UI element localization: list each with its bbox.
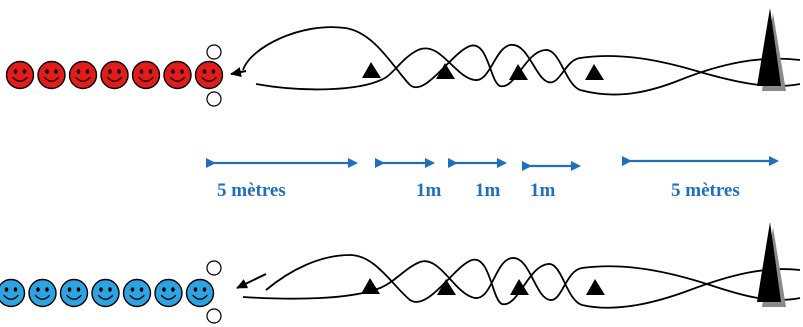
smiley-face-icon	[0, 278, 26, 308]
distance-label: 1m	[416, 180, 442, 201]
smiley-face-icon	[122, 278, 152, 308]
cone-icon	[585, 64, 604, 80]
start-marker-top	[206, 260, 222, 276]
lane-top	[5, 8, 801, 107]
cone-icon	[510, 279, 529, 295]
slalom-path-top	[255, 44, 801, 91]
team-red-players	[5, 60, 224, 90]
smiley-face-icon	[28, 278, 57, 308]
slalom-path-bottom	[242, 257, 801, 301]
slalom-path-top-return	[242, 26, 801, 96]
smiley-face-icon	[163, 60, 192, 90]
arrow-icon	[230, 67, 247, 77]
start-marker-bottom	[206, 91, 222, 107]
lane-bottom	[0, 222, 801, 324]
cone-icon	[361, 278, 380, 294]
turn-pylon-icon	[757, 222, 781, 302]
cone-icon	[362, 62, 381, 78]
slalom-path-bottom-return	[265, 254, 801, 309]
cone-icon	[586, 279, 605, 295]
smiley-face-icon	[91, 278, 120, 308]
smiley-face-icon	[37, 60, 66, 90]
cone-icon	[436, 63, 455, 79]
start-marker-top	[206, 44, 222, 60]
team-blue-players	[0, 278, 215, 308]
distance-label: 1m	[475, 180, 501, 201]
smiley-face-icon	[68, 60, 98, 90]
distance-label: 5 mètres	[217, 180, 286, 201]
distance-label: 5 mètres	[671, 180, 740, 201]
smiley-face-icon	[100, 60, 129, 90]
smiley-face-icon	[5, 60, 35, 90]
cone-icon	[437, 279, 456, 295]
arrow-icon	[236, 273, 267, 289]
smiley-face-icon	[154, 278, 183, 308]
smiley-face-icon	[185, 278, 215, 308]
distance-label: 1m	[530, 180, 556, 201]
turn-pylon-icon	[757, 8, 781, 86]
dimensions: 5 mètres 1m 1m 1m 5 mètres	[206, 156, 779, 201]
start-marker-bottom	[206, 308, 222, 324]
cone-icon	[509, 64, 528, 80]
smiley-face-icon	[59, 278, 89, 308]
smiley-face-icon	[131, 60, 161, 90]
smiley-face-icon	[194, 60, 224, 90]
